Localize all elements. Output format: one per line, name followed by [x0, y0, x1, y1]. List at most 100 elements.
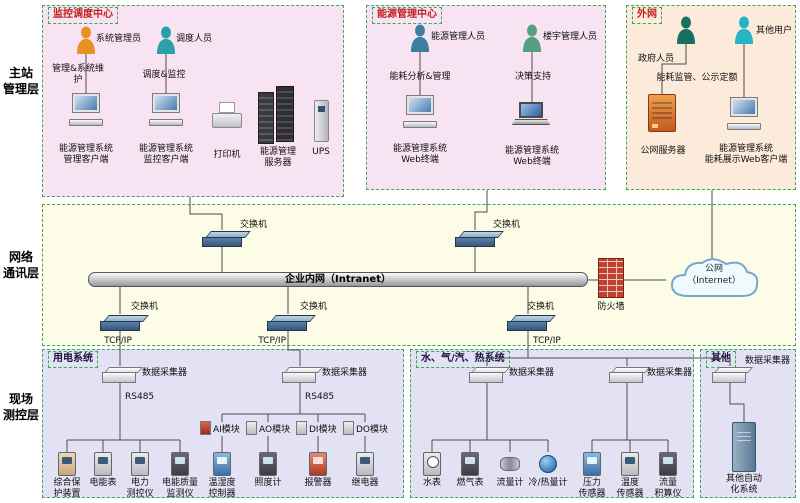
- relay-icon: [356, 452, 374, 476]
- temperature-sensor-label: 温度 传感器: [616, 478, 644, 500]
- layer-label-network: 网络 通讯层: [2, 250, 39, 280]
- data-collector-label: 数据采集器: [647, 368, 693, 378]
- dispatcher-label: 调度人员: [176, 34, 213, 44]
- tcpip-label: TCP/IP: [258, 336, 286, 346]
- power-system-title: 用电系统: [48, 351, 98, 368]
- switch-icon: [455, 230, 499, 247]
- di-module: DI模块: [296, 421, 337, 435]
- pressure-sensor-icon: [583, 452, 601, 476]
- switch-label: 交换机: [131, 302, 159, 312]
- other-user-label: 其他用户: [755, 26, 792, 36]
- ups-label: UPS: [312, 147, 330, 157]
- ai-module: AI模块: [200, 421, 240, 435]
- power-quality-label: 电能质量 监测仪: [161, 478, 198, 500]
- switch-label: 交换机: [240, 220, 268, 230]
- energy-meter-icon: [94, 452, 112, 476]
- water-meter-icon: [423, 452, 441, 476]
- do-module-label: DO模块: [356, 424, 389, 435]
- data-collector-label: 数据采集器: [322, 368, 368, 378]
- data-collector-icon: [469, 366, 507, 383]
- web-terminal-label: 能源管理系统 Web终端: [392, 144, 447, 166]
- ai-module-icon: [200, 421, 211, 435]
- ao-module: AO模块: [246, 421, 290, 435]
- web-terminal-laptop-icon: [512, 102, 550, 128]
- data-collector-label: 数据采集器: [745, 356, 791, 366]
- other-automation-label: 其他自动 化系统: [725, 474, 762, 496]
- data-collector-icon: [712, 366, 750, 383]
- data-collector-label: 数据采集器: [509, 368, 555, 378]
- energy-center-box: [366, 5, 606, 190]
- energy-role-label: 能耗分析&管理: [389, 72, 451, 82]
- gov-user-label: 政府人员: [637, 54, 674, 64]
- do-module: DO模块: [343, 421, 388, 435]
- dispatcher-role-label: 调度&监控: [142, 70, 186, 80]
- humidity-controller-icon: [213, 452, 231, 476]
- monitor-client-label: 能源管理系统 监控客户端: [138, 144, 193, 166]
- humidity-controller-label: 温湿度 控制器: [208, 478, 236, 500]
- rs485-label: RS485: [125, 392, 155, 402]
- sysadmin-person-icon: [76, 26, 96, 54]
- decision-role-label: 决策支持: [514, 72, 551, 82]
- alarm-icon: [309, 452, 327, 476]
- energy-server-label: 能源管理 服务器: [259, 147, 296, 169]
- mgmt-client-computer-icon: [69, 93, 103, 126]
- power-quality-icon: [171, 452, 189, 476]
- internet-label: 公网 （Internet）: [687, 264, 741, 286]
- building-staff-label: 楼宇管理人员: [543, 32, 598, 42]
- energy-staff-person-icon: [410, 24, 430, 52]
- extranet-role-label: 能耗监管、公示定额: [656, 73, 738, 83]
- public-server-icon: [648, 94, 676, 132]
- web-terminal-laptop-label: 能源管理系统 Web终端: [504, 146, 559, 168]
- water-system-title: 水、气/汽、热系统: [416, 351, 510, 368]
- switch-label: 交换机: [527, 302, 555, 312]
- public-server-label: 公网服务器: [640, 146, 686, 156]
- printer-icon: [212, 102, 242, 130]
- lux-meter-icon: [259, 452, 277, 476]
- data-collector-label: 数据采集器: [142, 368, 188, 378]
- building-staff-person-icon: [522, 24, 542, 52]
- switch-icon: [100, 314, 144, 331]
- printer-label: 打印机: [213, 150, 241, 160]
- other-automation-icon: [732, 422, 756, 472]
- gas-meter-label: 燃气表: [456, 478, 484, 488]
- water-meter-label: 水表: [422, 478, 441, 488]
- ups-icon: [314, 100, 329, 142]
- internet-cloud-icon: [670, 258, 759, 297]
- firewall-icon: [598, 258, 624, 298]
- ao-module-label: AO模块: [259, 424, 291, 435]
- do-module-icon: [343, 421, 354, 435]
- switch-icon: [507, 314, 551, 331]
- other-user-person-icon: [734, 16, 754, 44]
- ao-module-icon: [246, 421, 257, 435]
- switch-label: 交换机: [493, 220, 521, 230]
- relay-label: 继电器: [351, 478, 379, 488]
- switch-icon: [202, 230, 246, 247]
- layer-label-field: 现场 测控层: [2, 392, 39, 422]
- flow-meter-icon: [500, 452, 520, 471]
- web-terminal-computer-icon: [403, 95, 437, 128]
- protection-device-label: 综合保 护装置: [53, 478, 81, 500]
- gov-user-person-icon: [676, 16, 696, 44]
- flow-totalizer-icon: [659, 452, 677, 476]
- tcpip-label: TCP/IP: [533, 336, 561, 346]
- dispatcher-person-icon: [156, 26, 176, 54]
- switch-icon: [267, 314, 311, 331]
- heat-meter-label: 冷/热量计: [528, 478, 568, 488]
- energy-server-icon: [258, 86, 296, 144]
- protection-device-icon: [58, 452, 76, 476]
- sysadmin-label: 系统管理员: [96, 34, 142, 44]
- intranet-bar: 企业内网（Intranet）: [88, 272, 588, 287]
- switch-label: 交换机: [300, 302, 328, 312]
- monitor-center-title: 监控调度中心: [48, 7, 118, 24]
- firewall-label: 防火墙: [597, 302, 625, 312]
- data-collector-icon: [282, 366, 320, 383]
- power-monitor-label: 电力 测控仪: [126, 478, 154, 500]
- energy-center-title: 能源管理中心: [372, 7, 442, 24]
- layer-label-management: 主站 管理层: [2, 66, 39, 96]
- ai-module-label: AI模块: [213, 424, 240, 435]
- di-module-icon: [296, 421, 307, 435]
- heat-meter-icon: [539, 455, 557, 473]
- data-collector-icon: [102, 366, 140, 383]
- pressure-sensor-label: 压力 传感器: [578, 478, 606, 500]
